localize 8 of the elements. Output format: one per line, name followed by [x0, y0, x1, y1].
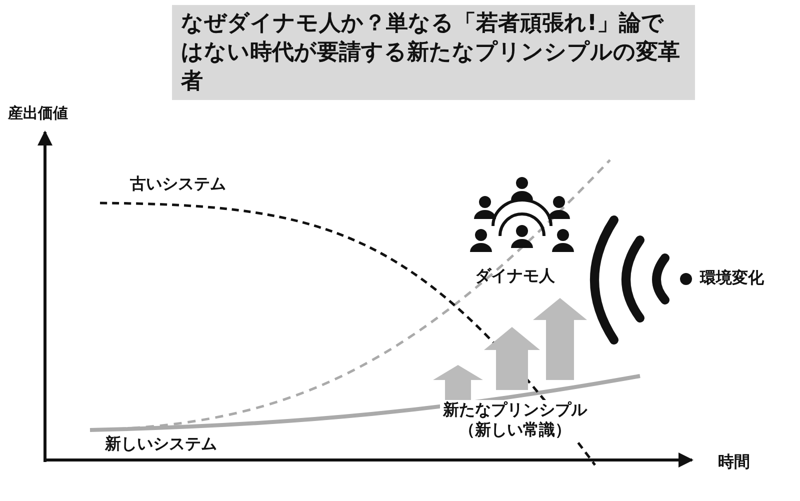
group-label: ダイナモ人 [475, 266, 555, 287]
title-banner: なぜダイナモ人か？単なる「若者頑張れ!」論ではない時代が要請する新たなプリンシプルの変革者 [172, 5, 695, 100]
curve-label: 古いシステム [130, 174, 226, 195]
curve-label: 新しいシステム [105, 434, 217, 455]
axis-label: 産出価値 [8, 104, 68, 123]
signal-label: 環境変化 [700, 268, 764, 289]
curve-label: 新たなプリンシプル（新しい常識） [440, 400, 590, 440]
axis-label: 時間 [718, 452, 750, 473]
